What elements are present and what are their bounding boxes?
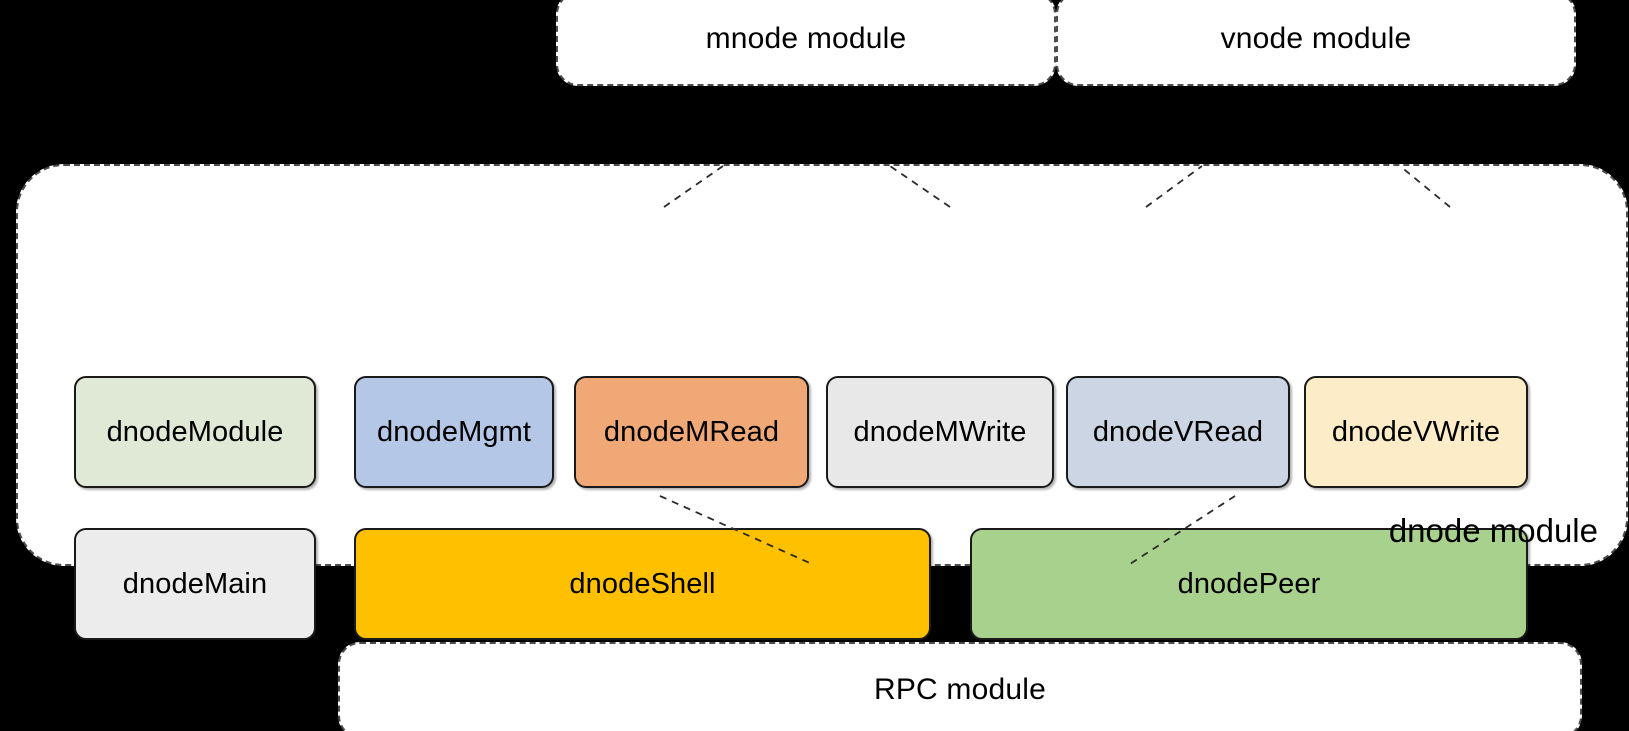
- mnode-module-box[interactable]: mnode module: [556, 0, 1056, 86]
- dnode-module-container[interactable]: dnodeModule dnodeMgmt dnodeMRead dnodeMW…: [16, 164, 1628, 640]
- node-dnodevread[interactable]: dnodeVRead: [1066, 376, 1290, 488]
- node-dnodemgmt-label: dnodeMgmt: [376, 415, 532, 448]
- node-dnodepeer[interactable]: dnodePeer: [970, 528, 1528, 640]
- dnode-module-label: dnode module: [1388, 512, 1598, 549]
- node-dnodemgmt[interactable]: dnodeMgmt: [354, 376, 554, 488]
- node-dnodemain[interactable]: dnodeMain: [74, 528, 316, 640]
- node-dnodeshell-label: dnodeShell: [569, 567, 716, 600]
- rpc-module-box[interactable]: RPC module: [338, 642, 1582, 731]
- node-dnodevwrite[interactable]: dnodeVWrite: [1304, 376, 1528, 488]
- node-dnodemwrite[interactable]: dnodeMWrite: [826, 376, 1054, 488]
- node-dnodemodule[interactable]: dnodeModule: [74, 376, 316, 488]
- node-dnodemread[interactable]: dnodeMRead: [574, 376, 809, 488]
- node-dnodepeer-label: dnodePeer: [1177, 567, 1321, 600]
- node-dnodevread-label: dnodeVRead: [1092, 415, 1264, 448]
- node-dnodevwrite-label: dnodeVWrite: [1331, 415, 1501, 448]
- vnode-module-label: vnode module: [1220, 22, 1412, 55]
- node-dnodemread-label: dnodeMRead: [603, 415, 780, 448]
- node-dnodemain-label: dnodeMain: [122, 567, 268, 600]
- vnode-module-box[interactable]: vnode module: [1056, 0, 1576, 86]
- node-dnodemwrite-label: dnodeMWrite: [853, 415, 1027, 448]
- rpc-module-label: RPC module: [873, 673, 1047, 706]
- mnode-module-label: mnode module: [705, 22, 907, 55]
- node-dnodemodule-label: dnodeModule: [106, 415, 284, 448]
- node-dnodeshell[interactable]: dnodeShell: [354, 528, 931, 640]
